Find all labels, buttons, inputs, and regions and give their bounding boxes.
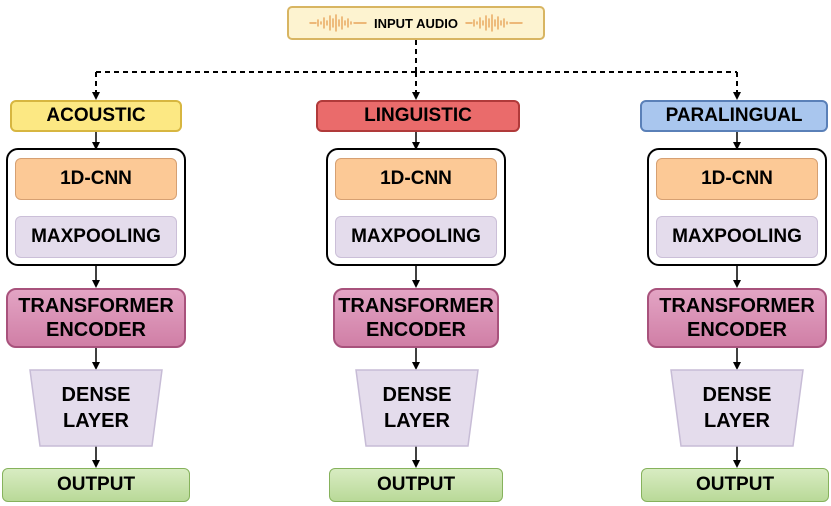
linguistic-header: LINGUISTIC [316, 100, 520, 132]
linguistic-cnn-block: 1D-CNN [335, 158, 497, 200]
linguistic-output-label: OUTPUT [376, 474, 456, 495]
acoustic-cnn-block: 1D-CNN [15, 158, 177, 200]
waveform-icon [464, 13, 524, 33]
linguistic-cnn-label: 1D-CNN [380, 168, 452, 189]
linguistic-transformer-line2: ENCODER [365, 319, 466, 341]
acoustic-dense-line2: LAYER [63, 410, 129, 432]
paralingual-header-label: PARALINGUAL [665, 105, 803, 126]
acoustic-output-block: OUTPUT [2, 468, 190, 502]
paralingual-output-label: OUTPUT [695, 474, 775, 495]
acoustic-transformer-line2: ENCODER [45, 319, 146, 341]
paralingual-transformer-block: TRANSFORMER ENCODER [647, 288, 827, 348]
linguistic-dense-line1: DENSE [382, 384, 452, 406]
paralingual-output-block: OUTPUT [641, 468, 829, 502]
paralingual-maxpool-block: MAXPOOLING [656, 216, 818, 258]
linguistic-dense-line2: LAYER [384, 410, 450, 432]
acoustic-header: ACOUSTIC [10, 100, 182, 132]
paralingual-transformer-line1: TRANSFORMER [659, 295, 815, 317]
linguistic-transformer-block: TRANSFORMER ENCODER [333, 288, 499, 348]
paralingual-dense-layer: DENSE LAYER [671, 370, 803, 446]
linguistic-dense-layer: DENSE LAYER [356, 370, 478, 446]
linguistic-output-block: OUTPUT [329, 468, 503, 502]
linguistic-maxpool-label: MAXPOOLING [351, 226, 481, 247]
linguistic-maxpool-block: MAXPOOLING [335, 216, 497, 258]
acoustic-dense-layer: DENSE LAYER [30, 370, 162, 446]
linguistic-header-label: LINGUISTIC [364, 105, 472, 126]
paralingual-dense-line1: DENSE [702, 384, 772, 406]
paralingual-cnn-block: 1D-CNN [656, 158, 818, 200]
input-audio-box: INPUT AUDIO [287, 6, 545, 40]
input-audio-label: INPUT AUDIO [373, 15, 459, 31]
paralingual-cnn-label: 1D-CNN [701, 168, 773, 189]
paralingual-maxpool-label: MAXPOOLING [672, 226, 802, 247]
acoustic-header-label: ACOUSTIC [46, 105, 146, 126]
linguistic-transformer-line1: TRANSFORMER [338, 295, 494, 317]
acoustic-maxpool-block: MAXPOOLING [15, 216, 177, 258]
acoustic-dense-line1: DENSE [61, 384, 131, 406]
acoustic-cnn-label: 1D-CNN [60, 168, 132, 189]
acoustic-transformer-block: TRANSFORMER ENCODER [6, 288, 186, 348]
paralingual-transformer-line2: ENCODER [686, 319, 787, 341]
acoustic-maxpool-label: MAXPOOLING [31, 226, 161, 247]
paralingual-header: PARALINGUAL [640, 100, 828, 132]
waveform-icon [308, 13, 368, 33]
acoustic-output-label: OUTPUT [56, 474, 136, 495]
paralingual-dense-line2: LAYER [704, 410, 770, 432]
acoustic-transformer-line1: TRANSFORMER [18, 295, 174, 317]
